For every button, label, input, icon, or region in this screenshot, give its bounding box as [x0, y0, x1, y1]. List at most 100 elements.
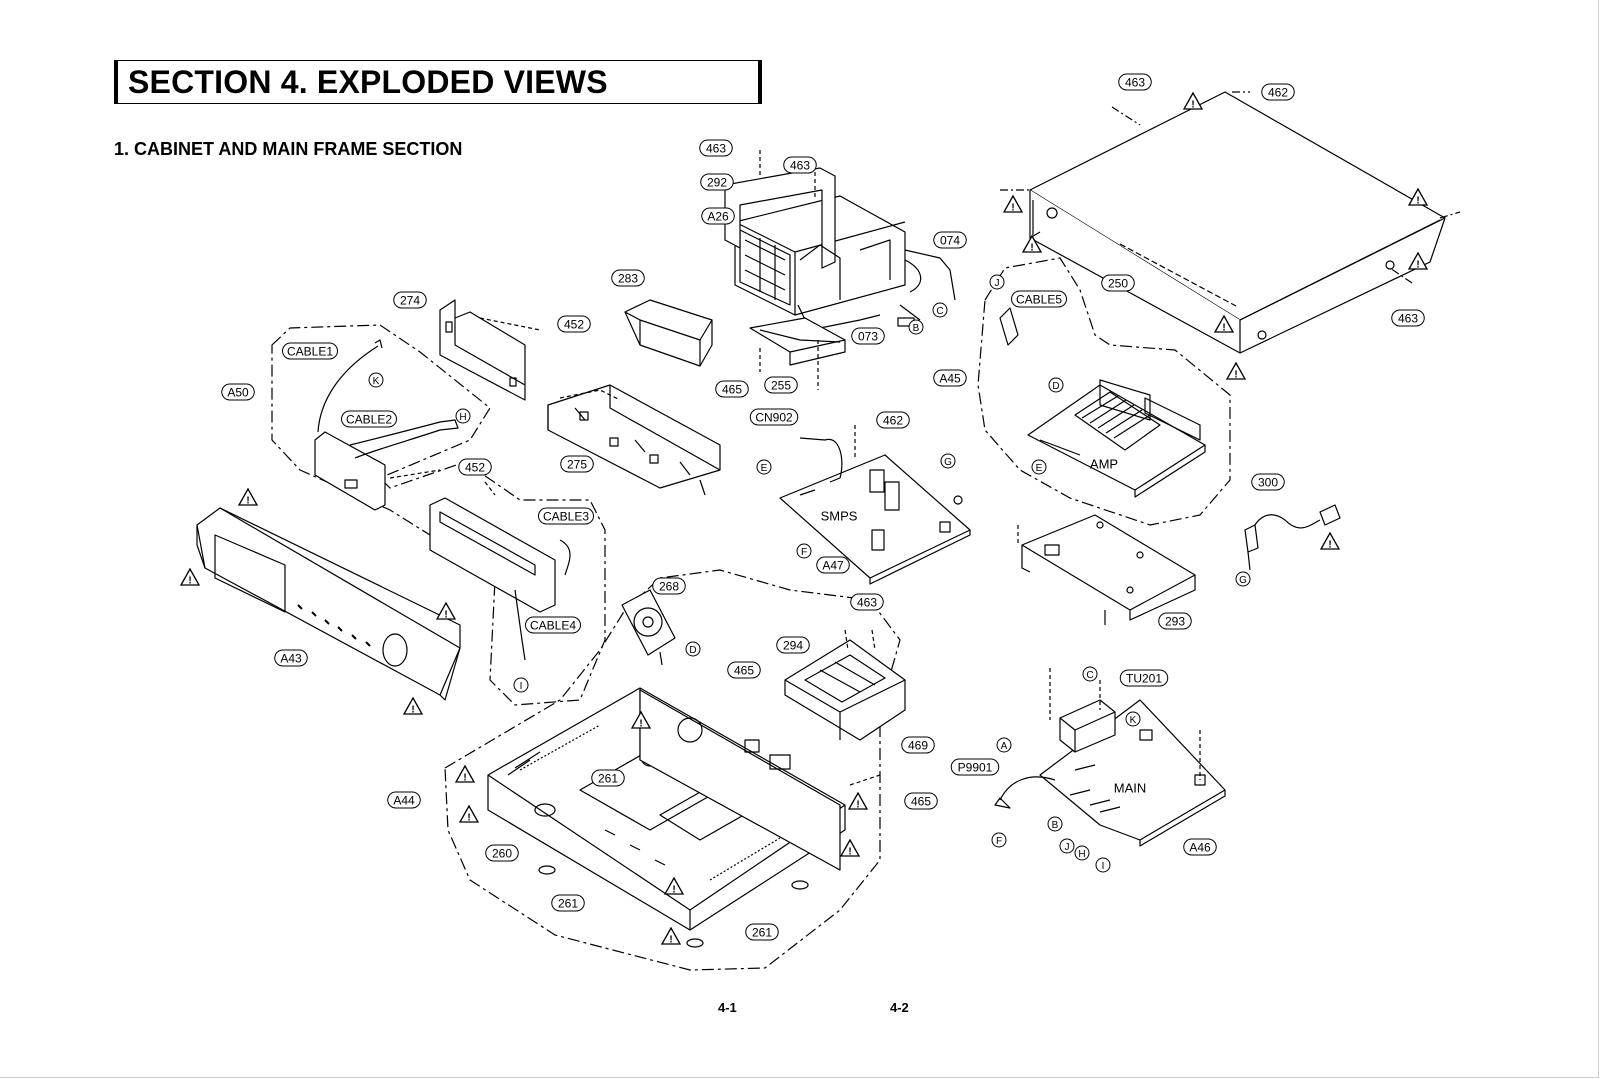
part-callout: F — [991, 832, 1007, 848]
part-callout-label: B — [1052, 820, 1059, 831]
part-callout-label: D — [1052, 381, 1059, 392]
part-callout: K — [368, 372, 384, 388]
part-callout-label: 294 — [783, 639, 803, 653]
part-callout: 462 — [876, 411, 910, 429]
svg-text:!: ! — [1191, 100, 1194, 111]
part-callout-label: 462 — [1268, 86, 1288, 100]
part-callout-label: 452 — [465, 461, 485, 475]
part-callout: F — [796, 543, 812, 559]
part-callout-label: 463 — [1125, 76, 1145, 90]
part-callout: B — [908, 319, 924, 335]
svg-text:!: ! — [1011, 203, 1014, 214]
part-callout-label: 073 — [858, 330, 878, 344]
svg-text:!: ! — [188, 576, 191, 587]
part-callout-label: CN902 — [755, 411, 793, 425]
part-callout-label: A44 — [393, 794, 415, 808]
part-callout: 268 — [652, 577, 686, 595]
part-callout-label: 300 — [1258, 476, 1278, 490]
part-callout-label: MAIN — [1114, 781, 1147, 796]
top-cover-250 — [1000, 91, 1461, 354]
part-callout: 465 — [715, 380, 749, 398]
part-callout-label: A47 — [822, 559, 844, 573]
part-callout-label: A50 — [227, 386, 249, 400]
part-callout-label: E — [761, 463, 768, 474]
part-callout: C — [932, 302, 948, 318]
part-callout: P9901 — [950, 758, 1000, 776]
svg-text:!: ! — [669, 935, 672, 946]
part-callout-label: J — [1065, 842, 1070, 853]
amp-board — [999, 307, 1206, 498]
part-callout: CN902 — [749, 408, 799, 426]
part-callout-label: C — [936, 306, 943, 317]
warning-icon: ! — [1182, 91, 1204, 111]
part-callout: 260 — [485, 844, 519, 862]
part-callout-label: A45 — [939, 372, 961, 386]
svg-text:!: ! — [1416, 196, 1419, 207]
part-callout-label: CABLE2 — [346, 413, 392, 427]
warning-icon: ! — [402, 696, 424, 716]
warning-icon: ! — [1225, 361, 1247, 381]
part-callout-label: F — [801, 547, 807, 558]
part-callout: 283 — [611, 269, 645, 287]
part-callout: B — [1047, 816, 1063, 832]
part-callout-label: 260 — [492, 847, 512, 861]
part-callout-label: B — [913, 323, 920, 334]
part-callout: 465 — [904, 792, 938, 810]
part-callout-label: F — [996, 836, 1002, 847]
labels-layer: 463462463463292A26074250463073BC28327445… — [221, 73, 1425, 941]
part-callout: CABLE5 — [1011, 290, 1067, 308]
part-callout: A44 — [387, 791, 421, 809]
part-callout: A — [996, 737, 1012, 753]
part-callout: G — [940, 453, 956, 469]
part-callout-label: 261 — [752, 926, 772, 940]
part-callout: 274 — [393, 291, 427, 309]
warning-icon: ! — [1407, 187, 1429, 207]
bracket-274 — [439, 299, 541, 401]
section-title: SECTION 4. EXPLODED VIEWS — [128, 64, 608, 100]
front-panel-A43 — [196, 507, 461, 701]
part-callout-label: 283 — [618, 272, 638, 286]
part-callout: 261 — [591, 769, 625, 787]
part-callout: CABLE3 — [538, 507, 594, 525]
svg-text:!: ! — [467, 813, 470, 824]
part-callout-label: A26 — [707, 210, 729, 224]
part-callout: TU201 — [1119, 669, 1169, 687]
part-callout: 463 — [699, 139, 733, 157]
warning-icon: ! — [1319, 531, 1341, 551]
svg-text:!: ! — [1234, 370, 1237, 381]
part-callout-label: 250 — [1108, 277, 1128, 291]
bracket-255 — [749, 317, 846, 390]
svg-text:!: ! — [411, 705, 414, 716]
part-callout: 463 — [1118, 73, 1152, 91]
part-callout: A43 — [274, 649, 308, 667]
warning-icon: ! — [179, 567, 201, 587]
part-callout: D — [685, 641, 701, 657]
part-callout-label: E — [1036, 463, 1043, 474]
svg-text:!: ! — [444, 610, 447, 621]
part-callout-label: 268 — [659, 580, 679, 594]
warnings-layer: !!!!!!!!!!!!!!!!!!! — [179, 91, 1429, 946]
part-callout-label: 465 — [911, 795, 931, 809]
svg-text:!: ! — [1222, 323, 1225, 334]
part-callout: J — [989, 274, 1005, 290]
part-callout-label: K — [373, 376, 380, 387]
warning-icon: ! — [660, 926, 682, 946]
part-callout: A47 — [816, 556, 850, 574]
part-callout-label: K — [1130, 715, 1137, 726]
assembly-A45-boundary — [977, 257, 1231, 526]
warning-icon: ! — [454, 764, 476, 784]
part-callout: D — [1048, 377, 1064, 393]
warning-icon: ! — [458, 804, 480, 824]
svg-text:!: ! — [856, 800, 859, 811]
part-callout-label: C — [1086, 670, 1093, 681]
frame-275 — [547, 384, 721, 496]
part-callout: 275 — [560, 455, 594, 473]
part-callout: 465 — [727, 661, 761, 679]
part-callout: 294 — [776, 636, 810, 654]
svg-text:!: ! — [639, 719, 642, 730]
main-board-A46 — [994, 668, 1226, 847]
part-callout-label: 462 — [883, 414, 903, 428]
display-pcb — [429, 481, 571, 661]
warning-icon: ! — [839, 838, 861, 858]
